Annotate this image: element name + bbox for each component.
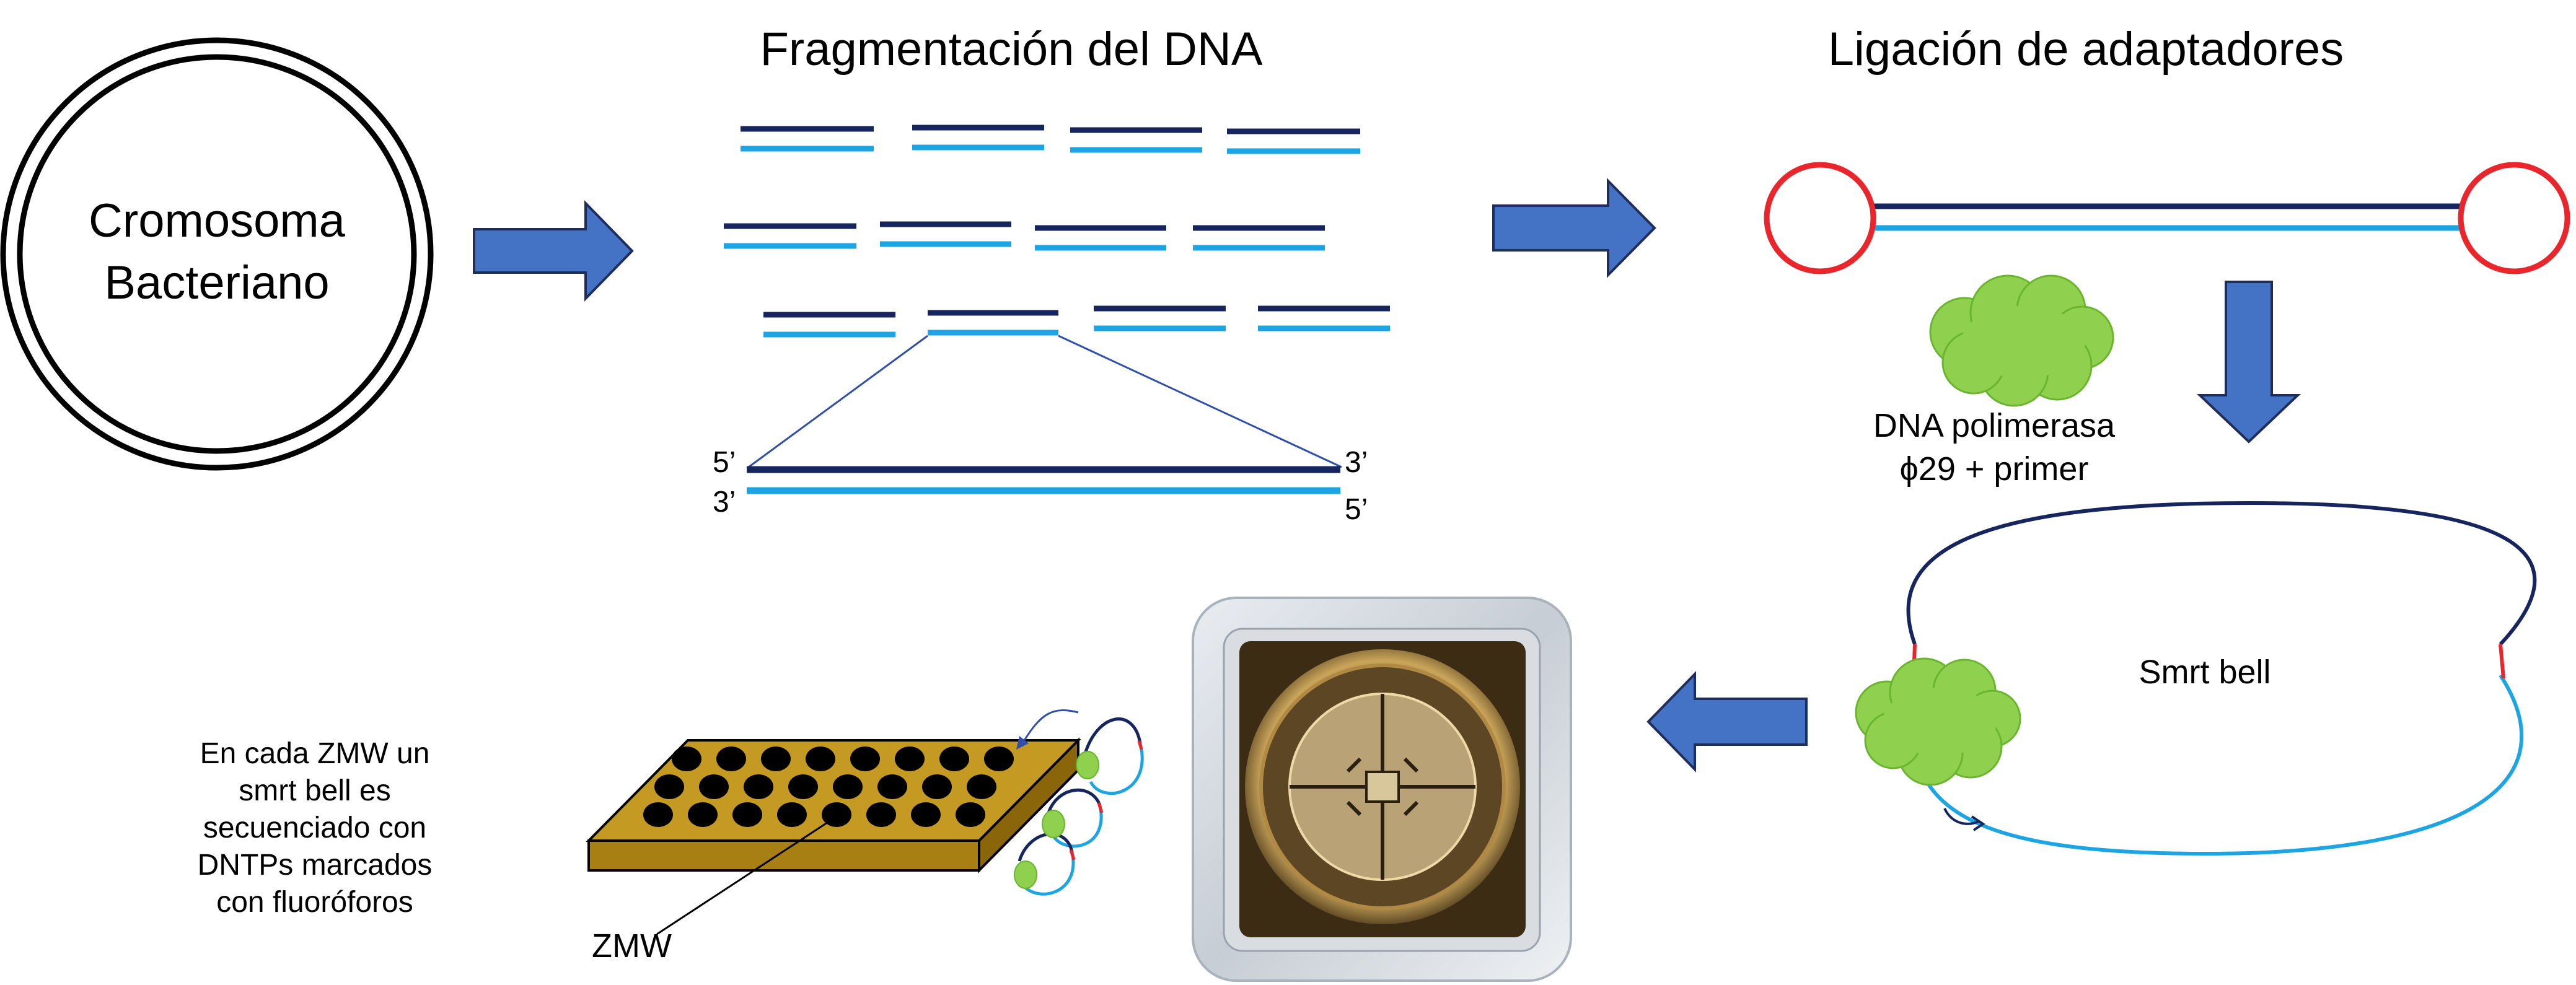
block-arrow-icon — [1492, 178, 1656, 278]
hairpin-adapter-right — [2458, 162, 2570, 274]
note-line: smrt bell es — [239, 774, 390, 807]
zoomed-fragment — [747, 466, 1340, 494]
sequencing-note: En cada ZMW un smrt bell es secuenciado … — [198, 737, 433, 919]
end-3-top-label: 3’ — [1345, 446, 1368, 479]
polymerase-label-line2: ϕ29 + primer — [1900, 450, 2089, 488]
end-3-bottom-label: 3’ — [713, 486, 736, 519]
note-line: En cada ZMW un — [200, 737, 430, 770]
chromosome-label-line1: Cromosoma — [89, 195, 346, 247]
smrt-bell — [1906, 501, 2537, 856]
end-5-top-label: 5’ — [713, 446, 736, 479]
block-arrow-icon — [2196, 281, 2301, 444]
zmw-chip — [586, 737, 1081, 873]
chromosome-label-line2: Bacteriano — [104, 256, 329, 309]
zmw-pointer-line — [656, 815, 837, 935]
mini-smrt-bells — [1016, 709, 1144, 896]
ligation-title: Ligación de adaptadores — [1828, 23, 2344, 76]
smrt-cell-photo — [1192, 597, 1572, 982]
note-line: con fluoróforos — [216, 886, 413, 919]
zoom-line-right — [1058, 335, 1342, 468]
note-line: secuenciado con — [203, 812, 426, 844]
block-arrow-icon — [473, 200, 634, 302]
block-arrow-icon — [1646, 671, 1808, 773]
zoom-line-left — [748, 335, 928, 468]
end-5-bottom-label: 5’ — [1345, 493, 1368, 526]
note-line: DNTPs marcados — [198, 849, 433, 882]
smrt-bell-label: Smrt bell — [2139, 654, 2270, 691]
cloud-icon — [1929, 274, 2114, 407]
zmw-label: ZMW — [592, 927, 672, 965]
polymerase-label-line1: DNA polimerasa — [1873, 407, 2116, 444]
cloud-icon — [1855, 657, 2021, 786]
fragmentation-title: Fragmentación del DNA — [760, 23, 1262, 76]
dna-fragments — [724, 125, 1390, 338]
cloud-icon — [1014, 751, 1099, 889]
ligated-fragment — [1764, 162, 2570, 274]
hairpin-adapter-left — [1764, 162, 1876, 274]
bacterial-chromosome: Cromosoma Bacteriano — [0, 37, 434, 471]
